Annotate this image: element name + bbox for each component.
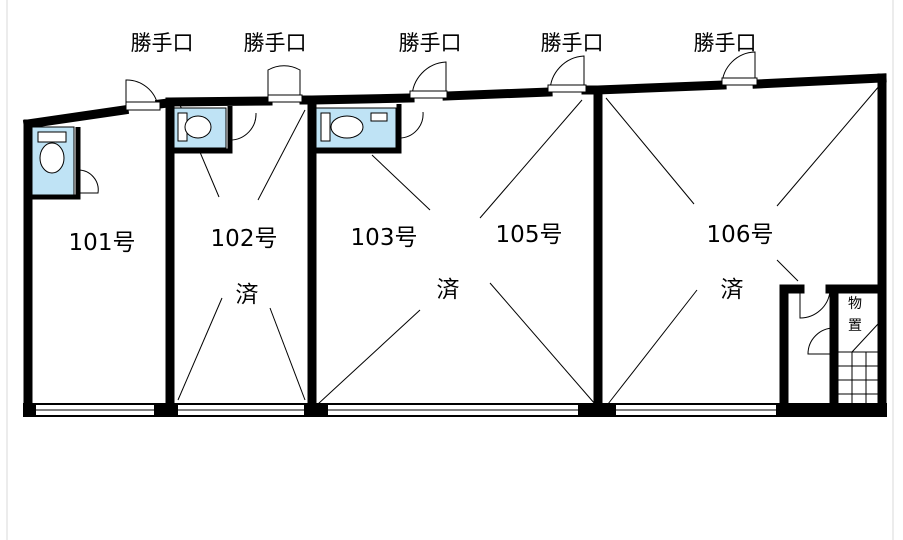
back-door-label-4: 勝手口 xyxy=(541,31,604,55)
unit-106-number: 106号 xyxy=(707,222,774,248)
toilet-102 xyxy=(173,106,233,154)
back-door-label-1: 勝手口 xyxy=(131,31,194,55)
back-door-labels: 勝手口 勝手口 勝手口 勝手口 勝手口 xyxy=(131,31,757,55)
unit-102-status: 済 xyxy=(236,282,259,308)
toilet-103 xyxy=(315,104,402,154)
unit-labels: 101号 102号 済 103号 105号 済 106号 済 xyxy=(69,222,774,308)
walls xyxy=(22,73,887,417)
back-door-label-3: 勝手口 xyxy=(399,31,462,55)
unit-102-number: 102号 xyxy=(211,226,278,252)
back-door-label-5: 勝手口 xyxy=(694,31,757,55)
storage-stairs xyxy=(838,323,879,404)
unit-101-number: 101号 xyxy=(69,230,136,256)
unit-105-number: 105号 xyxy=(496,222,563,248)
unit-103-number: 103号 xyxy=(351,225,418,251)
storage-label-bottom: 置 xyxy=(848,318,862,334)
toilet-101 xyxy=(31,126,81,200)
room-diagonals xyxy=(177,84,881,405)
unit-106-status: 済 xyxy=(721,277,744,303)
unit-105-status: 済 xyxy=(437,277,460,303)
door-swings xyxy=(77,51,835,355)
storage-label-top: 物 xyxy=(848,296,862,312)
bottom-wall xyxy=(23,403,887,417)
back-door-label-2: 勝手口 xyxy=(244,31,307,55)
